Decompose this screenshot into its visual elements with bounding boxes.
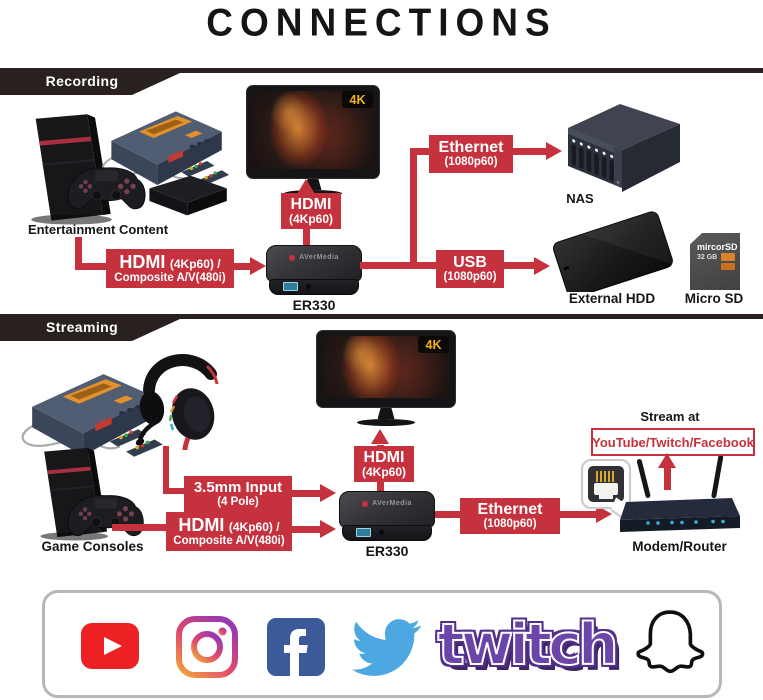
- streaming-section-label: Streaming: [45, 319, 119, 335]
- audio-cable-line-vertical: [163, 446, 169, 494]
- platforms-box: YouTube/Twitch/Facebook: [591, 428, 755, 456]
- facebook-icon: [267, 618, 325, 676]
- streaming-ethernet-label-box: Ethernet (1080p60): [460, 498, 560, 534]
- snapchat-icon: [636, 610, 705, 674]
- recording-usb-arrowhead: [534, 257, 550, 275]
- er330-power-port: [379, 530, 384, 535]
- social-platforms-box: twitch: [42, 590, 722, 698]
- streaming-ethernet-big: Ethernet: [477, 501, 543, 519]
- recording-ethernet-label-box: Ethernet (1080p60): [429, 135, 513, 173]
- rj45-icon: [588, 466, 624, 502]
- audio-cable-line-horizontal: [163, 488, 187, 494]
- recording-hdmi-arrowhead: [297, 179, 315, 194]
- streaming-ethernet-line-left: [435, 511, 460, 518]
- avermedia-brand: AVerMedia: [299, 254, 339, 261]
- streaming-input-line2: Composite A/V(480i): [173, 535, 285, 548]
- recording-hdmi-small: (4Kp60): [288, 212, 333, 227]
- recording-input-small: (4Kp60) /: [169, 256, 221, 271]
- er330-hdmi-port: [283, 282, 298, 291]
- recording-input-line-vertical: [75, 237, 82, 270]
- streaming-input-arrowhead: [320, 520, 336, 538]
- streaming-input-arrow-line: [292, 526, 320, 533]
- stream-up-arrowhead: [658, 453, 676, 468]
- streaming-er330-device: AVerMedia: [339, 491, 435, 541]
- avermedia-brand: AVerMedia: [372, 500, 412, 507]
- er330-hdmi-port: [356, 528, 371, 537]
- twitch-wordmark: twitch: [436, 611, 619, 679]
- streaming-ethernet-arrowhead: [596, 505, 612, 523]
- streaming-monitor-neck: [377, 408, 395, 419]
- recording-hdmi-big: HDMI: [290, 195, 332, 213]
- recording-4k-badge: 4K: [342, 91, 373, 108]
- avermedia-logo-dot: [362, 500, 369, 507]
- recording-section-label: Recording: [45, 73, 119, 89]
- micro-sd-illustration: mircorSD 32 GB: [690, 233, 740, 290]
- streaming-input-line: [112, 524, 170, 531]
- stream-up-line: [664, 467, 671, 490]
- nas-label: NAS: [566, 191, 594, 206]
- page-title: CONNECTIONS: [206, 1, 557, 44]
- streaming-hdmi-label-box: HDMI (4Kp60): [354, 446, 414, 482]
- external-hdd-label: External HDD: [568, 291, 656, 306]
- headset-illustration: [135, 354, 219, 450]
- micro-sd-label: Micro SD: [684, 291, 744, 306]
- recording-er330-device: AVerMedia: [266, 245, 362, 295]
- recording-branch-line-vertical: [410, 149, 417, 269]
- recording-hdmi-label-box: HDMI (4Kp60): [281, 193, 341, 229]
- streaming-4k-badge: 4K: [418, 336, 449, 353]
- streaming-input-big: HDMI: [178, 514, 225, 535]
- streaming-monitor: 4K: [316, 330, 456, 426]
- streaming-er330-label: ER330: [365, 543, 409, 559]
- sd-logo-mark: [721, 253, 735, 261]
- avermedia-logo-dot: [289, 254, 296, 261]
- streaming-audio-small: (4 Pole): [217, 495, 259, 508]
- sd-brand-text: mircorSD: [697, 242, 738, 252]
- streaming-hdmi-big: HDMI: [363, 448, 405, 466]
- streaming-hdmi-small: (4Kp60): [361, 465, 406, 480]
- er330-power-port: [306, 284, 311, 289]
- stream-at-label: Stream at: [640, 409, 700, 424]
- ethernet-port-bubble: [581, 459, 631, 509]
- streaming-ethernet-small: (1080p60): [483, 518, 537, 531]
- recording-input-arrowhead: [250, 257, 266, 275]
- streaming-audio-arrow-line: [292, 490, 320, 497]
- recording-usb-small: (1080p60): [443, 271, 497, 284]
- recording-usb-label-box: USB (1080p60): [436, 250, 504, 288]
- recording-ethernet-arrowhead: [546, 142, 562, 160]
- recording-monitor: 4K: [246, 85, 380, 197]
- entertainment-content-label: Entertainment Content: [27, 222, 169, 237]
- streaming-audio-big: 3.5mm Input: [193, 478, 283, 496]
- recording-input-label-box: HDMI (4Kp60) / Composite A/V(480i): [106, 249, 234, 288]
- streaming-input-label-box: HDMI (4Kp60) / Composite A/V(480i): [166, 512, 292, 551]
- recording-ethernet-big: Ethernet: [438, 139, 504, 157]
- recording-er330-label: ER330: [292, 297, 336, 313]
- recording-input-line2: Composite A/V(480i): [114, 272, 226, 285]
- sd-capacity-text: 32 GB: [697, 254, 718, 261]
- external-hdd-illustration: [553, 210, 675, 292]
- streaming-ethernet-line-right: [560, 511, 596, 518]
- streaming-monitor-base: [357, 419, 415, 426]
- twitter-icon: [351, 619, 421, 676]
- streaming-audio-arrowhead: [320, 484, 336, 502]
- modem-router-label: Modem/Router: [632, 539, 727, 554]
- recording-usb-big: USB: [453, 254, 487, 272]
- youtube-icon: [81, 623, 139, 669]
- instagram-icon: [176, 616, 238, 678]
- entertainment-devices-illustration: [31, 110, 231, 225]
- streaming-hdmi-arrowhead: [371, 429, 389, 444]
- streaming-audio-label-box: 3.5mm Input (4 Pole): [184, 476, 292, 512]
- sd-logo-mark2: [721, 263, 735, 270]
- game-consoles-label: Game Consoles: [41, 539, 144, 554]
- router-illustration: [620, 454, 740, 532]
- streaming-input-small: (4Kp60) /: [228, 519, 280, 534]
- recording-ethernet-small: (1080p60): [444, 156, 498, 169]
- recording-input-big: HDMI: [119, 251, 166, 272]
- nas-illustration: [568, 104, 680, 192]
